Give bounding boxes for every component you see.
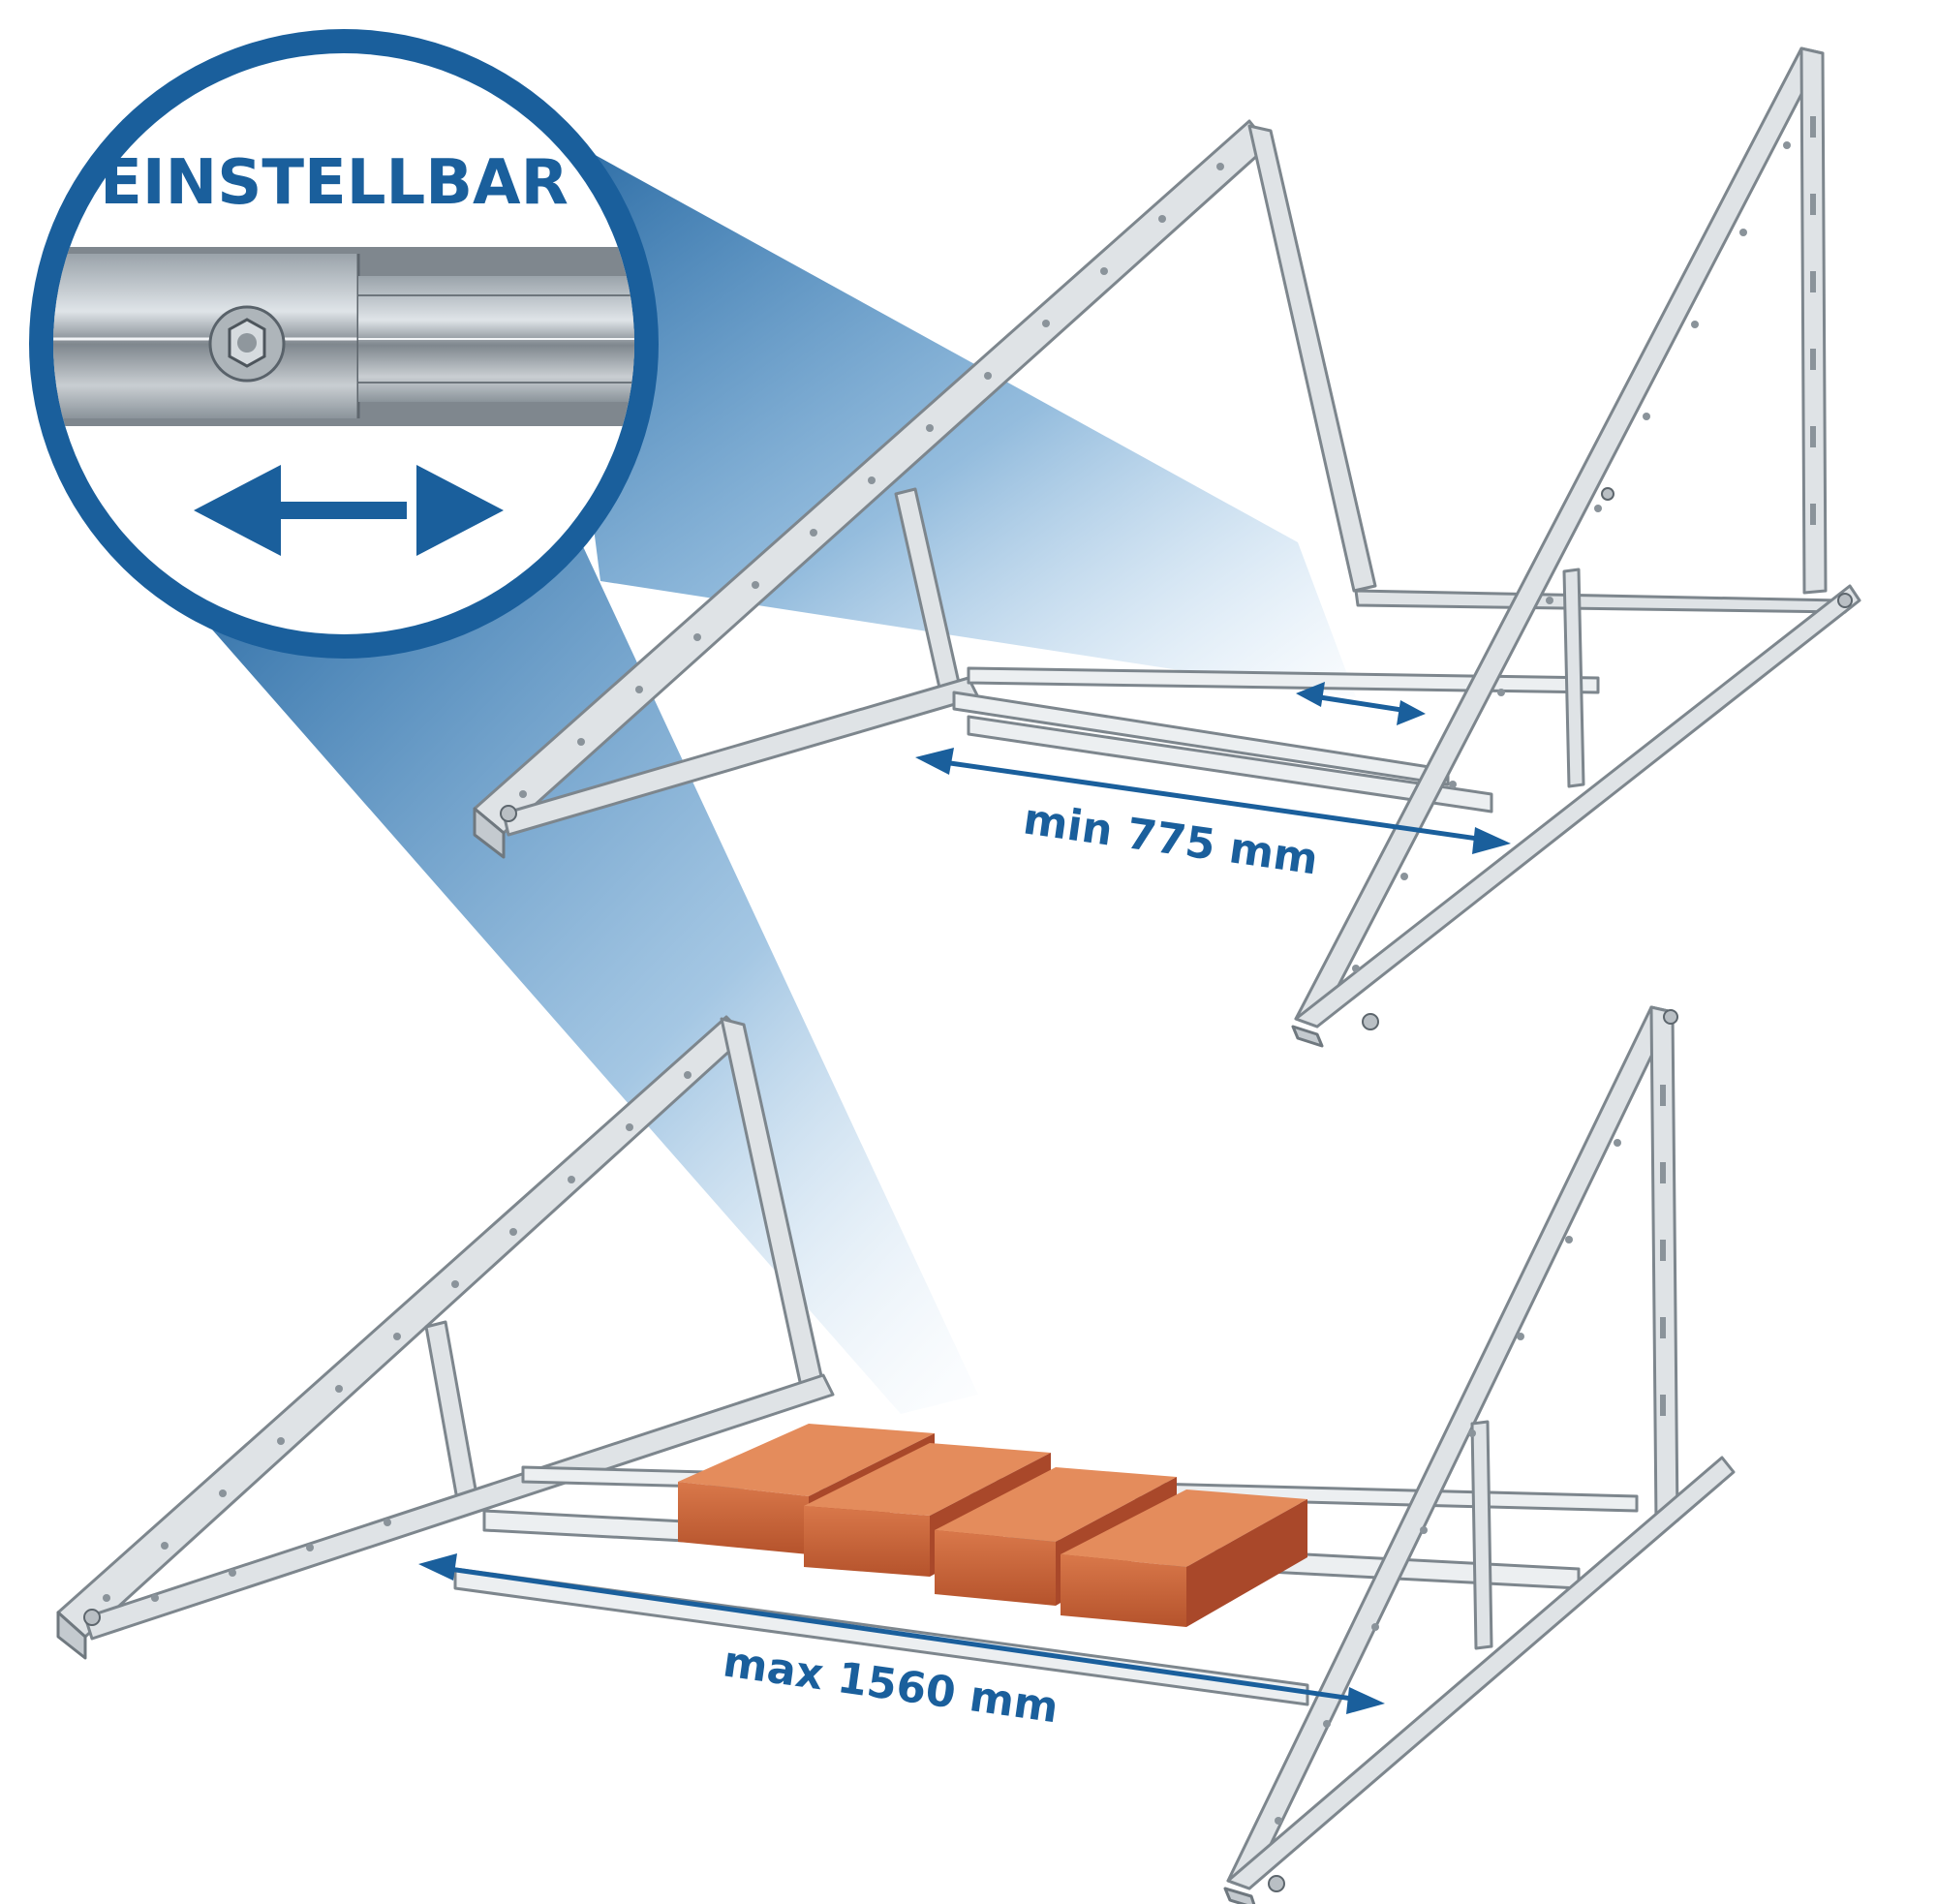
zoom-circle: EINSTELLBAR [29, 29, 659, 659]
top-bracket [473, 46, 1861, 1048]
double-arrow-horizontal-icon [194, 465, 504, 556]
bricks [678, 1424, 1307, 1627]
rail-holes-top [519, 116, 1816, 972]
bolt-icon [83, 1609, 101, 1626]
bolt-icon [1663, 1009, 1678, 1025]
bolt-icon [1268, 1875, 1285, 1892]
bolt-icon [1362, 1013, 1379, 1030]
rail-closeup [53, 247, 634, 426]
brick [1061, 1489, 1307, 1627]
dimension-arrow-max [418, 1553, 1385, 1714]
adjust-arrow-icon [1296, 682, 1426, 725]
rail-holes-bottom [103, 1071, 1666, 1825]
bolt-icon [1601, 487, 1614, 501]
bolt-icon [500, 805, 517, 822]
bolt-icon [1837, 593, 1853, 608]
projection-beam-bottom [136, 542, 978, 1414]
zoom-heading: EINSTELLBAR [100, 147, 569, 219]
dimension-arrow-min [915, 748, 1511, 854]
